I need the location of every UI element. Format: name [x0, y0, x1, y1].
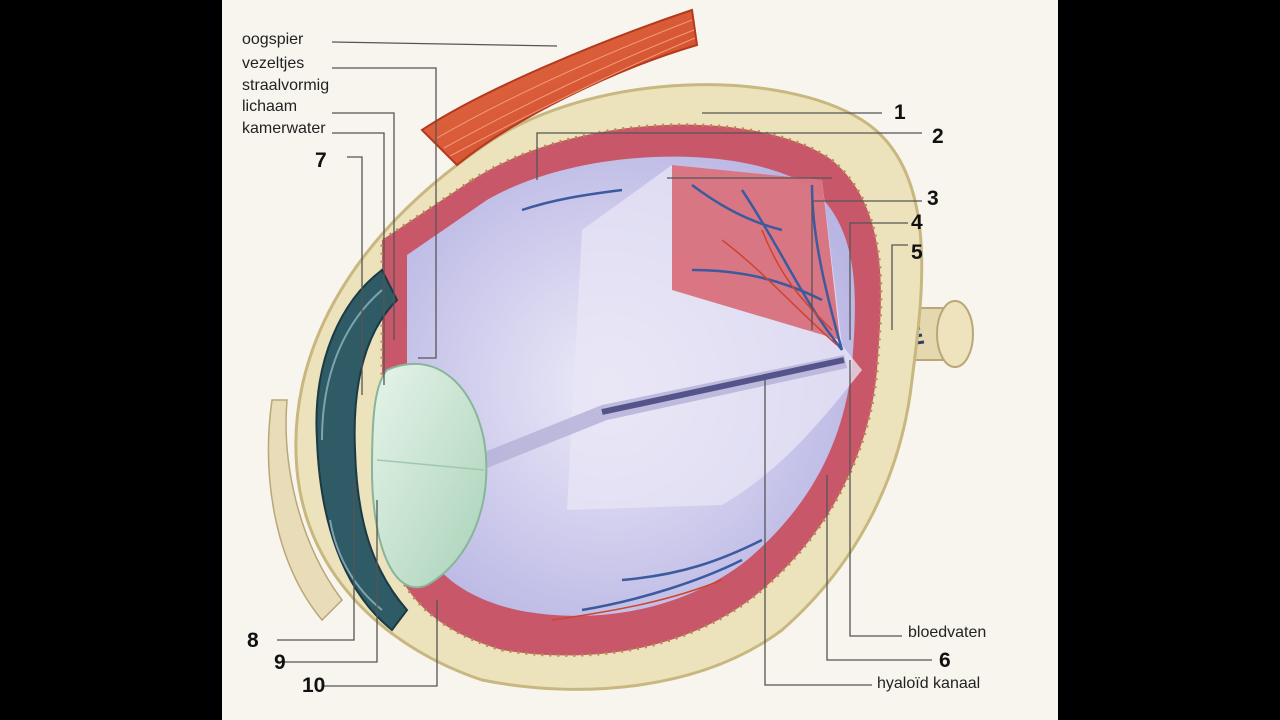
number-8: 8: [247, 629, 259, 652]
diagram-panel: oogspier vezeltjes straalvormig lichaam …: [222, 0, 1058, 720]
leader-2: [536, 132, 922, 180]
label-vezeltjes: vezeltjes: [242, 55, 305, 72]
leader-6: [826, 475, 932, 661]
eye-illustration: [267, 8, 974, 691]
leader-oogspier: [331, 41, 558, 47]
leader-8: [277, 480, 355, 641]
leader-7: [347, 156, 363, 395]
leader-10: [322, 600, 438, 687]
number-10: 10: [302, 674, 326, 697]
leader-lines: [277, 41, 932, 687]
label-bloedvaten: bloedvaten: [908, 624, 987, 641]
label-oogspier: oogspier: [242, 31, 304, 48]
label-straalvormig: straalvormig: [242, 77, 330, 94]
label-hyaloid-kanaal: hyaloïd kanaal: [877, 675, 981, 692]
number-6: 6: [939, 649, 951, 672]
retina-arteries: [551, 229, 838, 621]
leader-3: [811, 200, 922, 330]
front-segment: [267, 268, 409, 632]
lens: [370, 362, 488, 589]
number-4: 4: [911, 211, 923, 234]
number-5: 5: [911, 241, 923, 264]
number-1: 1: [894, 101, 906, 124]
leader-9: [284, 500, 378, 663]
eye-muscle: [420, 8, 699, 167]
leader-hyaloid: [764, 380, 872, 686]
hyaloid-canal-shape: [477, 355, 847, 470]
leader-4: [849, 222, 908, 340]
leader-vezeltjes: [332, 67, 437, 359]
leader-5: [891, 244, 908, 330]
leader-kamerwater: [332, 132, 385, 385]
leader-straalvormig: [332, 112, 395, 340]
number-2: 2: [932, 125, 944, 148]
number-7: 7: [315, 149, 327, 172]
number-3: 3: [927, 187, 939, 210]
number-9: 9: [274, 651, 286, 674]
eye-muscle-fibers: [436, 19, 696, 157]
label-kamerwater: kamerwater: [242, 120, 326, 137]
leader-bloedvaten: [849, 360, 902, 637]
label-lichaam: lichaam: [242, 98, 298, 115]
retina-cut-window: [672, 165, 840, 340]
